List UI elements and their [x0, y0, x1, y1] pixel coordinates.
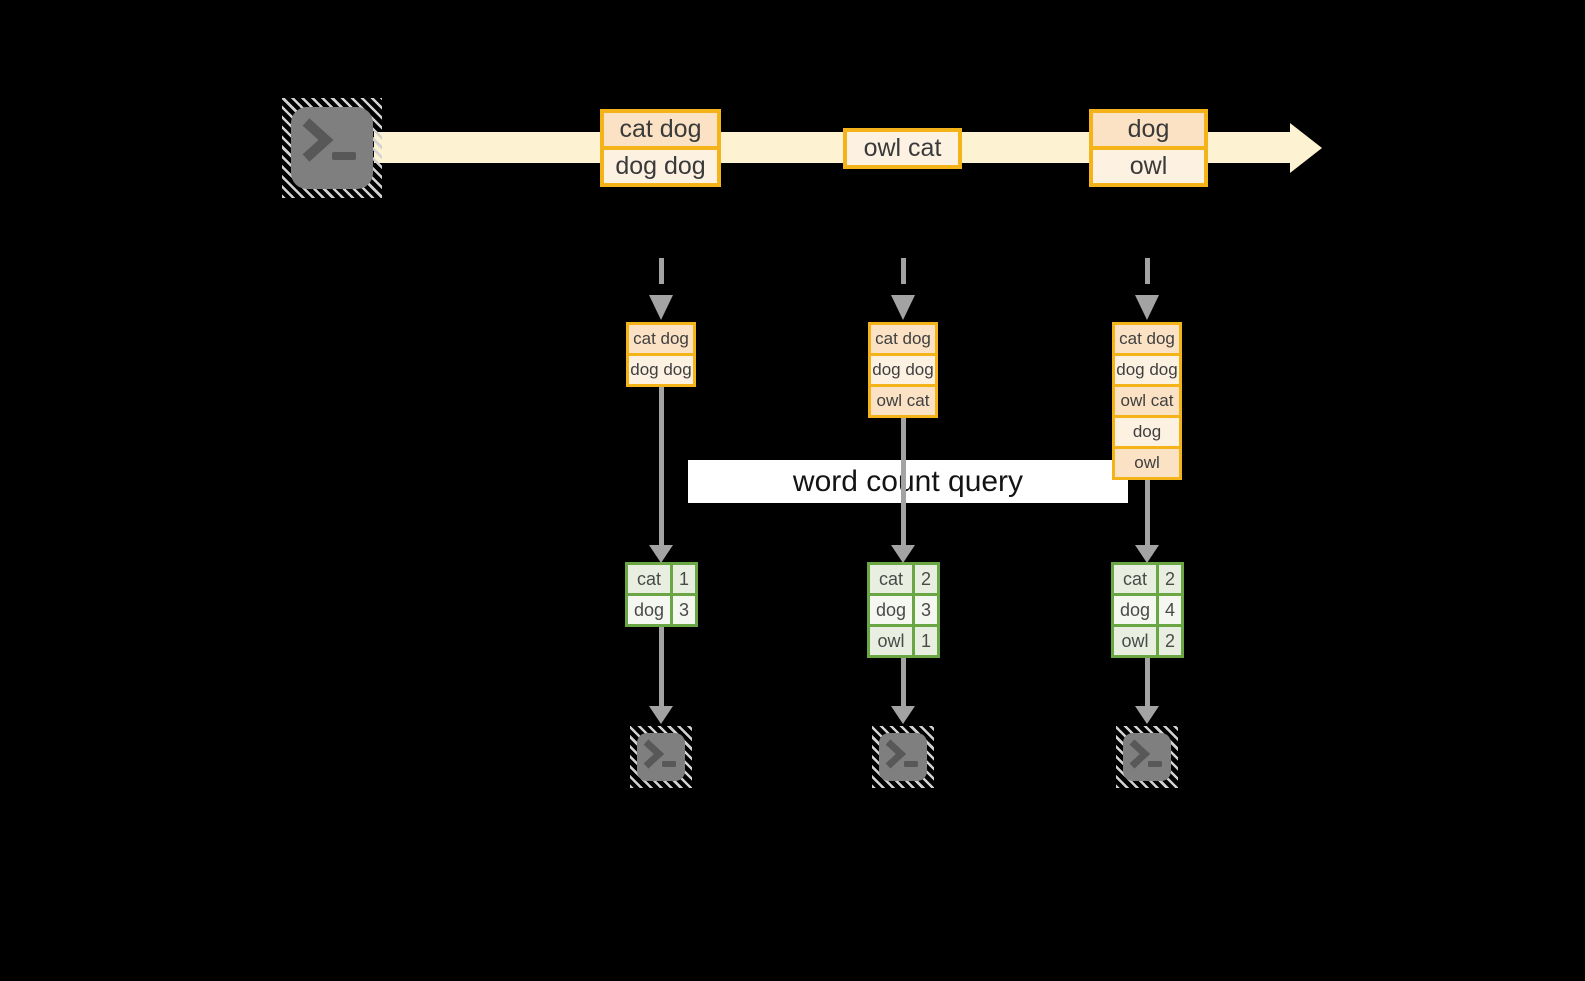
word-cell: dog — [628, 596, 670, 624]
word-cell: cat — [1114, 565, 1156, 593]
terminal-sink-icon — [1116, 726, 1178, 788]
state-item: dog dog — [871, 356, 935, 384]
count-cell: 2 — [915, 565, 937, 593]
state-stack-3: cat dog dog dog owl cat dog owl — [1112, 322, 1182, 480]
stream-batch-1: cat dog dog dog — [600, 109, 721, 187]
word-cell: cat — [628, 565, 670, 593]
table-row: dog 4 — [1114, 596, 1181, 624]
query-label-band: word count query — [688, 460, 1128, 503]
terminal-prompt-icon — [643, 739, 676, 769]
terminal-prompt-icon — [302, 118, 356, 162]
arrowhead-icon — [1135, 545, 1159, 563]
state-stack-2: cat dog dog dog owl cat — [868, 322, 938, 418]
count-cell: 1 — [673, 565, 695, 593]
terminal-body — [879, 733, 927, 781]
table-row: cat 2 — [1114, 565, 1181, 593]
batch-item: owl — [1093, 150, 1204, 183]
table-row: cat 2 — [870, 565, 937, 593]
state-item: owl — [1115, 449, 1179, 477]
terminal-sink-icon — [872, 726, 934, 788]
batch-item: owl cat — [847, 132, 958, 165]
stream-batch-2: owl cat — [843, 128, 962, 169]
state-item: dog — [1115, 418, 1179, 446]
count-cell: 2 — [1159, 565, 1181, 593]
table-row: dog 3 — [628, 596, 695, 624]
dashed-arrow-line — [901, 258, 906, 284]
terminal-prompt-icon — [885, 739, 918, 769]
batch-item: cat dog — [604, 113, 717, 146]
dashed-arrow-line — [1145, 258, 1150, 284]
table-row: dog 3 — [870, 596, 937, 624]
state-item: cat dog — [629, 325, 693, 353]
terminal-source-icon — [282, 98, 382, 198]
arrow-line — [901, 658, 906, 706]
count-cell: 1 — [915, 627, 937, 655]
dashed-arrow-line — [659, 258, 664, 284]
arrow-line — [1145, 480, 1150, 545]
count-cell: 3 — [673, 596, 695, 624]
arrowhead-icon — [891, 706, 915, 724]
state-item: dog dog — [1115, 356, 1179, 384]
dashed-arrowhead-icon — [891, 295, 915, 320]
dashed-arrowhead-icon — [1135, 295, 1159, 320]
state-item: cat dog — [1115, 325, 1179, 353]
batch-item: dog — [1093, 113, 1204, 146]
terminal-body — [1123, 733, 1171, 781]
state-item: owl cat — [871, 387, 935, 415]
table-row: cat 1 — [628, 565, 695, 593]
count-table-2: cat 2 dog 3 owl 1 — [867, 562, 940, 658]
arrow-line — [659, 387, 664, 545]
arrow-line — [901, 418, 906, 545]
arrowhead-icon — [891, 545, 915, 563]
arrowhead-icon — [649, 545, 673, 563]
arrow-line — [659, 627, 664, 706]
terminal-prompt-icon — [1129, 739, 1162, 769]
stream-batch-3: dog owl — [1089, 109, 1208, 187]
arrowhead-icon — [1135, 706, 1159, 724]
word-cell: dog — [1114, 596, 1156, 624]
count-table-1: cat 1 dog 3 — [625, 562, 698, 627]
terminal-body — [637, 733, 685, 781]
state-item: dog dog — [629, 356, 693, 384]
count-cell: 2 — [1159, 627, 1181, 655]
query-label: word count query — [792, 464, 1024, 498]
state-item: cat dog — [871, 325, 935, 353]
word-cell: owl — [1114, 627, 1156, 655]
state-item: owl cat — [1115, 387, 1179, 415]
word-cell: dog — [870, 596, 912, 624]
count-cell: 4 — [1159, 596, 1181, 624]
arrow-line — [1145, 658, 1150, 706]
dashed-arrowhead-icon — [649, 295, 673, 320]
count-table-3: cat 2 dog 4 owl 2 — [1111, 562, 1184, 658]
terminal-body — [291, 107, 373, 189]
word-cell: owl — [870, 627, 912, 655]
stream-arrowhead-icon — [1290, 123, 1322, 173]
table-row: owl 1 — [870, 627, 937, 655]
batch-item: dog dog — [604, 150, 717, 183]
count-cell: 3 — [915, 596, 937, 624]
terminal-sink-icon — [630, 726, 692, 788]
arrowhead-icon — [649, 706, 673, 724]
word-cell: cat — [870, 565, 912, 593]
state-stack-1: cat dog dog dog — [626, 322, 696, 387]
table-row: owl 2 — [1114, 627, 1181, 655]
